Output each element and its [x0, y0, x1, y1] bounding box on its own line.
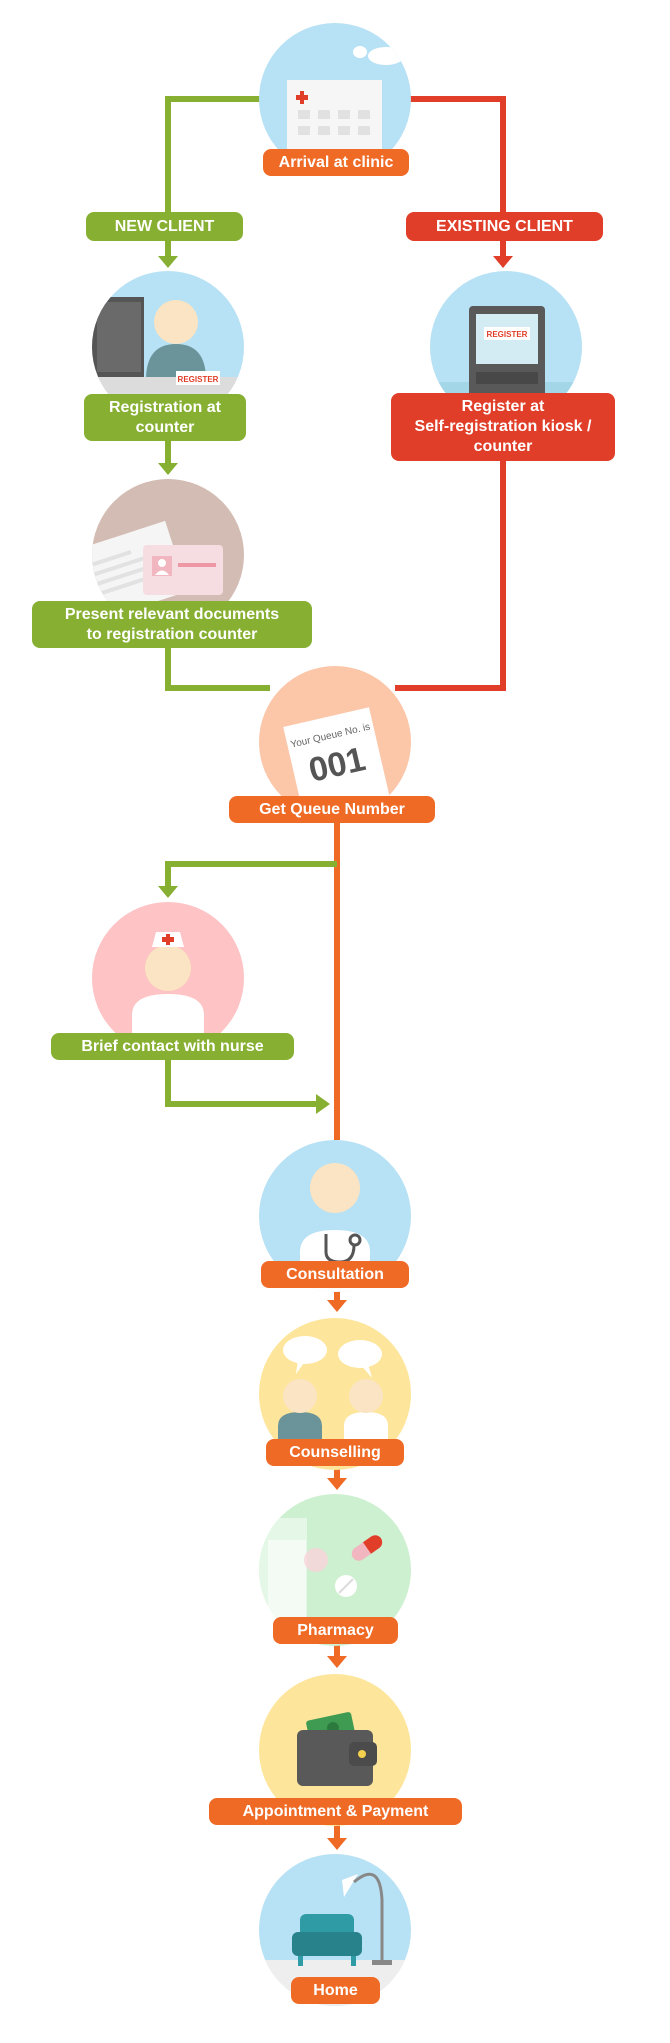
branch-existing-client-label: EXISTING CLIENT [406, 212, 603, 241]
step-pharmacy-label: Pharmacy [273, 1617, 398, 1644]
wallet-icon [259, 1674, 411, 1826]
step-queue-number-label: Get Queue Number [229, 796, 435, 823]
step-self-registration-label: Register at Self-registration kiosk / co… [391, 393, 615, 461]
register-sign: REGISTER [178, 375, 219, 384]
step-home-label: Home [291, 1977, 380, 2004]
counselling-icon [259, 1318, 411, 1470]
step-nurse-contact-label: Brief contact with nurse [51, 1033, 294, 1060]
step-present-documents-label: Present relevant documents to registrati… [32, 601, 312, 648]
step-appointment-payment-label: Appointment & Payment [209, 1798, 462, 1825]
step-arrival-label: Arrival at clinic [263, 149, 409, 176]
kiosk-sign: REGISTER [487, 330, 528, 339]
connector-arrows [158, 256, 513, 1850]
step-consultation-label: Consultation [261, 1261, 409, 1288]
pharmacy-icon [259, 1494, 411, 1646]
step-registration-counter-label: Registration at counter [84, 394, 246, 441]
branch-new-client-label: NEW CLIENT [86, 212, 243, 241]
step-counselling-label: Counselling [266, 1439, 404, 1466]
